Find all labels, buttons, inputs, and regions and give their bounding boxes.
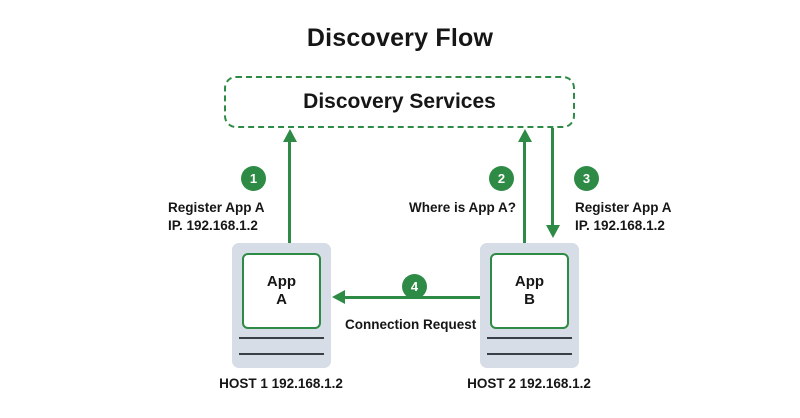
step-label-3: Register App A IP. 192.168.1.2	[575, 200, 672, 234]
connector-step4-arrowhead-left-icon	[332, 290, 345, 304]
connector-step1-arrowhead-up-icon	[282, 129, 297, 142]
host-1-divider-bottom	[239, 353, 324, 355]
app-b-label-line1: App	[514, 273, 545, 291]
step-badge-2: 2	[489, 166, 514, 191]
step-badge-4: 4	[402, 274, 427, 299]
connector-step2-arrowhead-up-icon	[517, 129, 532, 142]
host-2-divider-bottom	[487, 353, 572, 355]
app-a-node: App A	[242, 253, 321, 329]
step-label-4: Connection Request	[345, 317, 477, 332]
app-b-node: App B	[490, 253, 569, 329]
discovery-services-label: Discovery Services	[303, 90, 496, 113]
step-badge-3: 3	[574, 166, 599, 191]
step-label-1: Register App A IP. 192.168.1.2	[168, 200, 265, 234]
app-a-label-line1: App	[266, 273, 297, 291]
connector-step3-line	[551, 128, 554, 229]
host-2-node: App B	[480, 243, 579, 368]
step-badge-1: 1	[241, 166, 266, 191]
step-label-2: Where is App A?	[409, 200, 517, 215]
page-title: Discovery Flow	[306, 24, 494, 52]
app-b-label-line2: B	[524, 291, 535, 308]
host-1-divider-top	[239, 337, 324, 339]
host-1-node: App A	[232, 243, 331, 368]
app-a-label-line2: A	[276, 291, 287, 308]
connector-step1-line	[288, 141, 291, 253]
host-2-divider-top	[487, 337, 572, 339]
host-1-caption: HOST 1 192.168.1.2	[219, 376, 343, 391]
connector-step2-line	[523, 141, 526, 253]
connector-step3-arrowhead-down-icon	[545, 225, 560, 238]
discovery-services-node: Discovery Services	[224, 76, 575, 128]
host-2-caption: HOST 2 192.168.1.2	[467, 376, 591, 391]
